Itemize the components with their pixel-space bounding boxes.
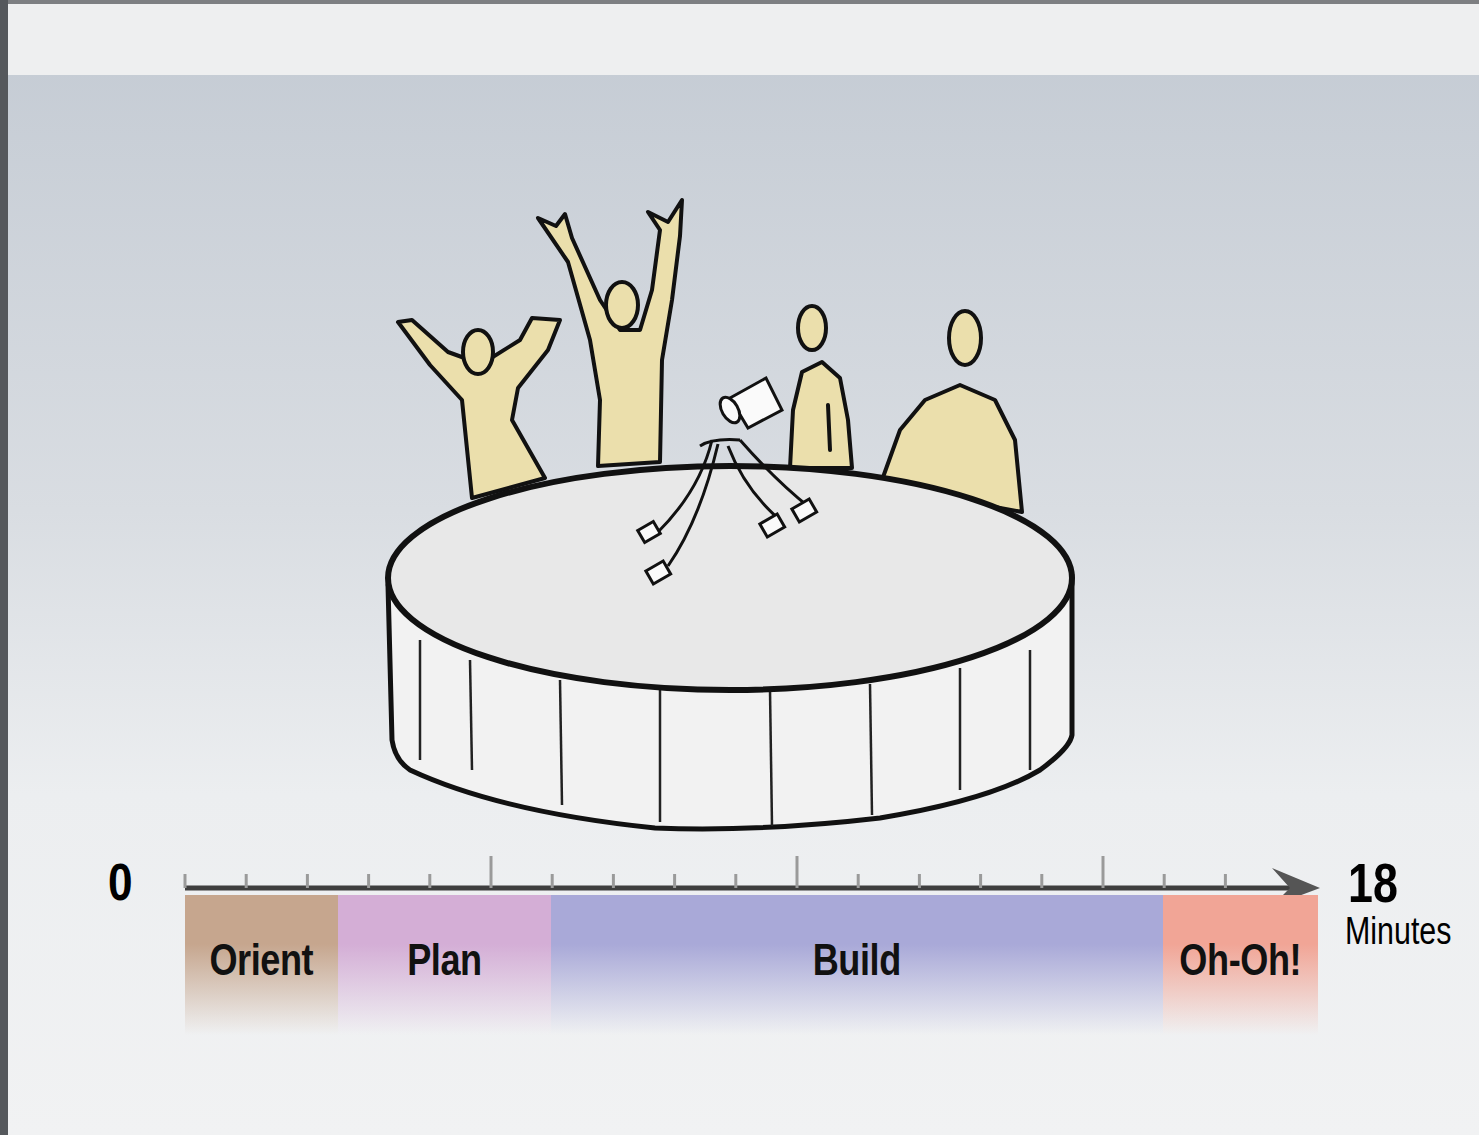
top-bar bbox=[0, 0, 1479, 75]
top-edge bbox=[0, 0, 1479, 4]
phase-band: Build bbox=[551, 895, 1163, 1035]
axis-tick bbox=[979, 874, 982, 888]
phase-band: Orient bbox=[185, 895, 338, 1035]
axis-tick bbox=[1163, 874, 1166, 888]
axis-tick bbox=[734, 874, 737, 888]
axis-tick bbox=[1040, 874, 1043, 888]
axis-tick bbox=[857, 874, 860, 888]
axis-tick bbox=[306, 874, 309, 888]
phase-label: Oh-Oh! bbox=[1180, 935, 1302, 985]
round-table bbox=[388, 466, 1072, 829]
axis-tick bbox=[1224, 874, 1227, 888]
axis-end-value: 18 bbox=[1348, 850, 1398, 915]
phase-label: Plan bbox=[407, 935, 482, 985]
axis-tick bbox=[551, 874, 554, 888]
axis-tick bbox=[673, 874, 676, 888]
phase-label: Build bbox=[813, 935, 901, 985]
axis-tick bbox=[612, 874, 615, 888]
axis-tick bbox=[490, 856, 493, 888]
tower-structure bbox=[638, 378, 817, 584]
axis-tick bbox=[184, 874, 187, 888]
axis-start-value: 0 bbox=[108, 852, 133, 912]
axis-unit: Minutes bbox=[1345, 910, 1451, 953]
axis-tick bbox=[796, 856, 799, 888]
phase-band: Oh-Oh! bbox=[1163, 895, 1318, 1035]
axis-tick bbox=[428, 874, 431, 888]
axis-tick bbox=[1102, 856, 1105, 888]
axis-tick bbox=[918, 874, 921, 888]
axis-tick bbox=[245, 874, 248, 888]
left-strip bbox=[0, 0, 8, 1135]
phase-label: Orient bbox=[210, 935, 314, 985]
phase-band: Plan bbox=[338, 895, 551, 1035]
axis-tick bbox=[367, 874, 370, 888]
